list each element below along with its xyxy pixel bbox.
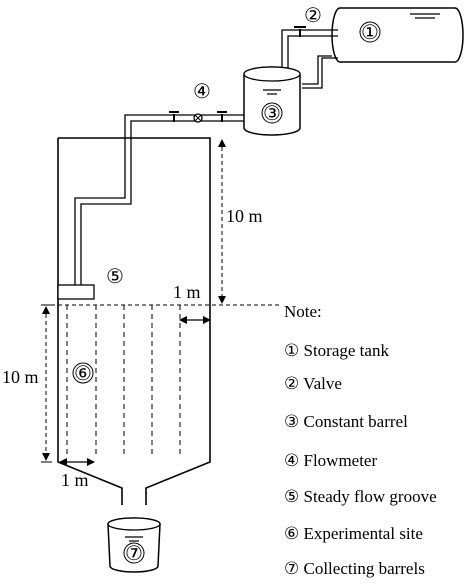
note-item-experimental-site: ⑥ Experimental site: [284, 524, 423, 543]
note-item-steady-flow-groove: ⑤ Steady flow groove: [284, 487, 437, 506]
note-item-valve: ② Valve: [284, 374, 342, 393]
flowmeter: ④: [169, 81, 227, 123]
marker-collecting-barrel: ⑦: [125, 543, 143, 565]
note-item-flowmeter: ④ Flowmeter: [284, 451, 378, 470]
dimension-height-top: 10 m: [218, 139, 263, 304]
label-width-right: 1 m: [173, 282, 201, 302]
dimension-height-side: 10 m: [2, 304, 52, 463]
note-item-collecting-barrels: ⑦ Collecting barrels: [284, 559, 425, 578]
note-item-constant-barrel: ③ Constant barrel: [284, 412, 408, 431]
marker-steady-flow-groove: ⑤: [106, 266, 124, 288]
collecting-barrel: ⑦: [107, 517, 161, 573]
marker-constant-barrel: ③: [263, 103, 281, 125]
marker-flowmeter: ④: [193, 81, 211, 103]
storage-tank: ①: [331, 7, 464, 63]
constant-barrel: ③: [243, 66, 301, 136]
marker-experimental-site: ⑥: [74, 363, 92, 385]
flow-lines: [66, 305, 181, 458]
steady-flow-groove: ⑤: [57, 266, 124, 300]
note-title: Note:: [284, 302, 322, 321]
label-height-top: 10 m: [226, 206, 263, 226]
dimension-width-right: 1 m: [173, 282, 211, 324]
label-height-side: 10 m: [2, 367, 39, 387]
label-width-bottom: 1 m: [61, 470, 89, 490]
marker-storage-tank: ①: [361, 22, 379, 44]
experimental-site: ⑥: [72, 362, 94, 385]
experimental-site-frame: [57, 137, 211, 505]
feed-pipes: [74, 114, 244, 288]
dimension-width-bottom: 1 m: [59, 458, 95, 490]
valve: ②: [294, 5, 322, 37]
marker-valve: ②: [304, 5, 322, 27]
note-item-storage-tank: ① Storage tank: [284, 341, 389, 360]
supply-pipes: [281, 29, 338, 89]
